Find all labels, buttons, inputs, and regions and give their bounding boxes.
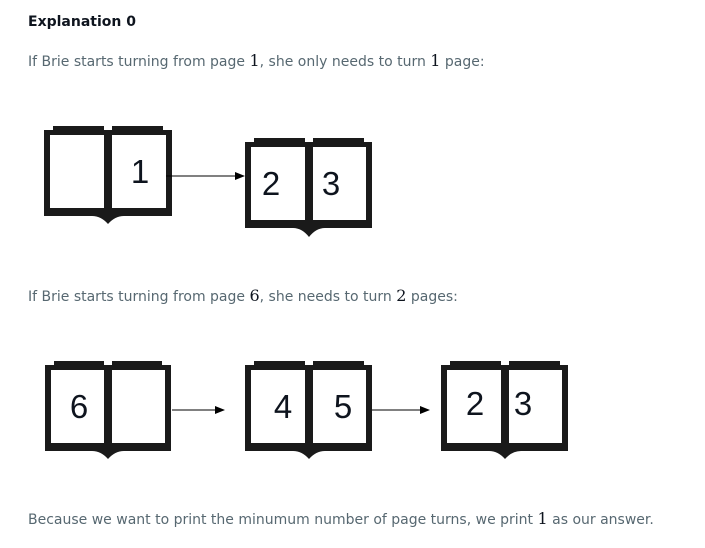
book-page-left: 2 [262, 165, 280, 202]
paragraph-page-6: If Brie starts turning from page 6, she … [28, 286, 458, 305]
paragraph-text: If Brie starts turning from page [28, 289, 250, 305]
diagram-start-page-1: 1 2 3 [44, 126, 372, 237]
paragraph-page-1: If Brie starts turning from page 1, she … [28, 51, 485, 70]
book-page-left: 4 [274, 388, 292, 425]
book-icon: 4 5 [245, 361, 372, 459]
book-page-right: 1 [131, 153, 149, 190]
paragraph-text: pages: [406, 289, 458, 305]
answer-value: 1 [537, 509, 548, 528]
paragraph-text: , she needs to turn [259, 289, 397, 305]
book-page-right: 3 [514, 385, 532, 422]
book-icon: 1 [44, 126, 172, 224]
start-page-value: 6 [249, 286, 260, 305]
paragraph-text: as our answer. [547, 512, 654, 528]
paragraph-text: If Brie starts turning from page [28, 54, 250, 70]
diagram-start-page-6: 6 4 5 2 3 [45, 361, 568, 459]
paragraph-text: page: [440, 54, 485, 70]
book-page-right: 3 [322, 165, 340, 202]
turn-count-value: 1 [430, 51, 441, 70]
book-icon: 2 3 [245, 138, 372, 237]
turn-count-value: 2 [396, 286, 407, 305]
section-heading: Explanation 0 [28, 14, 136, 30]
book-page-left: 2 [466, 385, 484, 422]
book-page-right: 5 [334, 388, 352, 425]
book-icon: 6 [45, 361, 171, 459]
start-page-value: 1 [249, 51, 260, 70]
book-page-left: 6 [70, 388, 88, 425]
paragraph-text: , she only needs to turn [259, 54, 431, 70]
book-icon: 2 3 [441, 361, 568, 459]
paragraph-answer: Because we want to print the minumum num… [28, 509, 654, 528]
paragraph-text: Because we want to print the minumum num… [28, 512, 538, 528]
